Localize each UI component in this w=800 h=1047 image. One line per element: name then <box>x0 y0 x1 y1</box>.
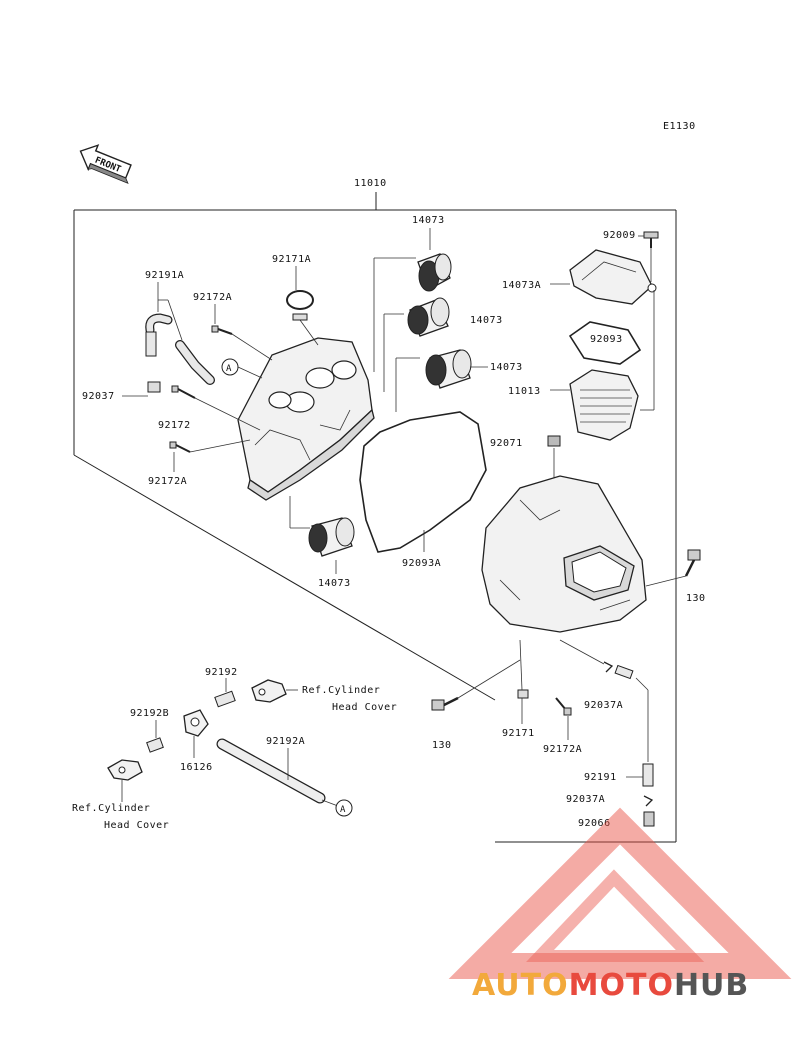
svg-text:A: A <box>340 805 346 815</box>
hose-piece <box>214 690 236 708</box>
clamp-icon <box>286 290 314 321</box>
gasket-92093A <box>359 411 487 553</box>
filter-gasket <box>568 321 642 365</box>
intake-funnel-3 <box>425 349 472 389</box>
label-14073-mid: 14073 <box>470 315 503 326</box>
ref-marker-a-cover: A <box>221 358 239 376</box>
clamp-icon <box>517 689 529 699</box>
label-92066: 92066 <box>578 818 611 829</box>
label-16126: 16126 <box>180 762 213 773</box>
bolt-icon <box>211 325 233 335</box>
label-92037A-2: 92037A <box>566 794 605 805</box>
label-92009: 92009 <box>603 230 636 241</box>
svg-text:A: A <box>226 364 232 374</box>
ref-cylinder-head-cover-2-line2: Head Cover <box>104 820 169 831</box>
joint-fitting <box>107 759 143 781</box>
breather-hose <box>145 313 215 385</box>
label-11013: 11013 <box>508 386 541 397</box>
ref-cylinder-head-cover-1-line2: Head Cover <box>332 702 397 713</box>
label-92071: 92071 <box>490 438 523 449</box>
hose-piece <box>146 737 164 753</box>
label-92037: 92037 <box>82 391 115 402</box>
bolt-icon <box>555 697 572 716</box>
label-92093A: 92093A <box>402 558 441 569</box>
diagram-code: E1130 <box>663 121 696 132</box>
bolt-icon <box>431 696 459 711</box>
watermark-logo <box>448 807 792 979</box>
intake-funnel-2 <box>407 297 450 337</box>
intake-funnel-1 <box>417 253 452 292</box>
drain-hose <box>614 664 634 680</box>
filter-cap <box>569 249 657 305</box>
label-14073-top: 14073 <box>412 215 445 226</box>
bolt-icon <box>684 549 701 577</box>
drain-tube <box>642 763 654 787</box>
label-14073-low: 14073 <box>490 362 523 373</box>
label-92192B: 92192B <box>130 708 169 719</box>
long-hose <box>216 738 326 804</box>
label-92172A-bottom: 92172A <box>543 744 582 755</box>
label-92172A-low: 92172A <box>148 476 187 487</box>
air-cleaner-cover <box>237 337 375 501</box>
ref-marker-a-hose: A <box>335 799 353 817</box>
label-92171: 92171 <box>502 728 535 739</box>
label-14073A: 14073A <box>502 280 541 291</box>
label-92093: 92093 <box>590 334 623 345</box>
label-11010: 11010 <box>354 178 387 189</box>
drain-plug-icon <box>643 811 655 827</box>
label-14073-bottom: 14073 <box>318 578 351 589</box>
ref-cylinder-head-cover-1-line1: Ref.Cylinder <box>302 685 380 696</box>
air-filter-element <box>569 369 639 441</box>
label-92191: 92191 <box>584 772 617 783</box>
label-130-left: 130 <box>432 740 452 751</box>
label-92192: 92192 <box>205 667 238 678</box>
label-130-right: 130 <box>686 593 706 604</box>
valve-fitting <box>183 709 209 737</box>
assembly-bracket <box>73 192 677 843</box>
label-92172A-top: 92172A <box>193 292 232 303</box>
label-92037A-1: 92037A <box>584 700 623 711</box>
intake-funnel-4 <box>308 517 355 557</box>
clip-icon <box>147 381 161 393</box>
ref-cylinder-head-cover-2-line1: Ref.Cylinder <box>72 803 150 814</box>
air-cleaner-housing <box>481 475 647 633</box>
label-92191A: 92191A <box>145 270 184 281</box>
grommet-icon <box>547 435 561 447</box>
screw-icon <box>643 231 659 248</box>
joint-fitting <box>251 679 287 703</box>
bolt-icon <box>169 441 191 453</box>
watermark-text: AUTOMOTOHUB <box>472 968 749 1003</box>
drain-clip-icon <box>643 795 654 807</box>
label-92192A: 92192A <box>266 736 305 747</box>
label-92172: 92172 <box>158 420 191 431</box>
drain-clip-icon <box>603 661 614 673</box>
bolt-icon <box>171 385 196 399</box>
label-92171A: 92171A <box>272 254 311 265</box>
front-arrow-icon: FRONT <box>79 144 132 184</box>
